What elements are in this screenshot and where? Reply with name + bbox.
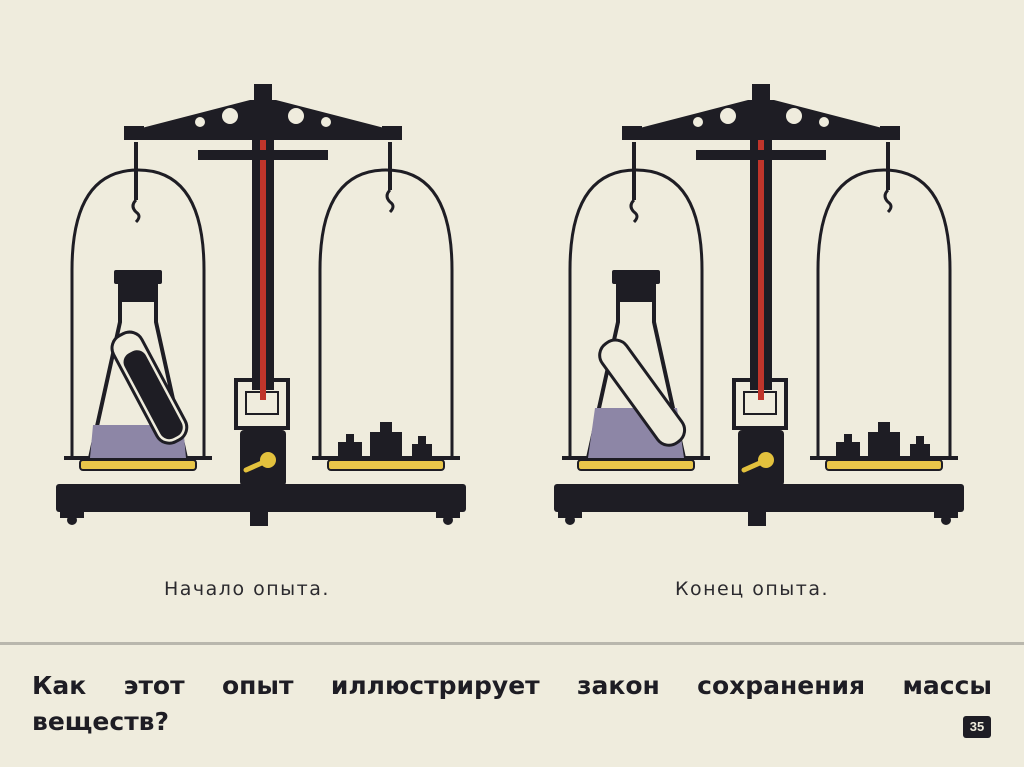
page-number-badge: 35	[963, 716, 991, 738]
pointer-needle	[260, 100, 266, 400]
test-tube	[110, 330, 189, 445]
scale-beam	[622, 84, 900, 160]
scale-base	[56, 484, 466, 526]
pointer-needle	[758, 100, 764, 400]
right-pan-assembly	[312, 142, 460, 471]
scale-beam	[124, 84, 402, 160]
scale-pillar	[732, 100, 788, 486]
divider	[0, 642, 1024, 645]
caption-start: Начало опыта.	[164, 578, 330, 600]
weights	[338, 422, 432, 458]
caption-end: Конец опыта.	[675, 578, 829, 600]
left-pan-assembly	[562, 142, 710, 471]
test-tube	[598, 338, 687, 447]
balance-scale-end	[554, 84, 964, 526]
balance-scale-start	[56, 84, 466, 526]
left-pan-assembly	[64, 142, 212, 471]
weights	[836, 422, 930, 458]
scale-base	[554, 484, 964, 526]
right-pan-assembly	[810, 142, 958, 471]
scale-pillar	[234, 100, 290, 486]
question-text: Как этот опыт иллюстрирует закон сохране…	[32, 671, 992, 736]
